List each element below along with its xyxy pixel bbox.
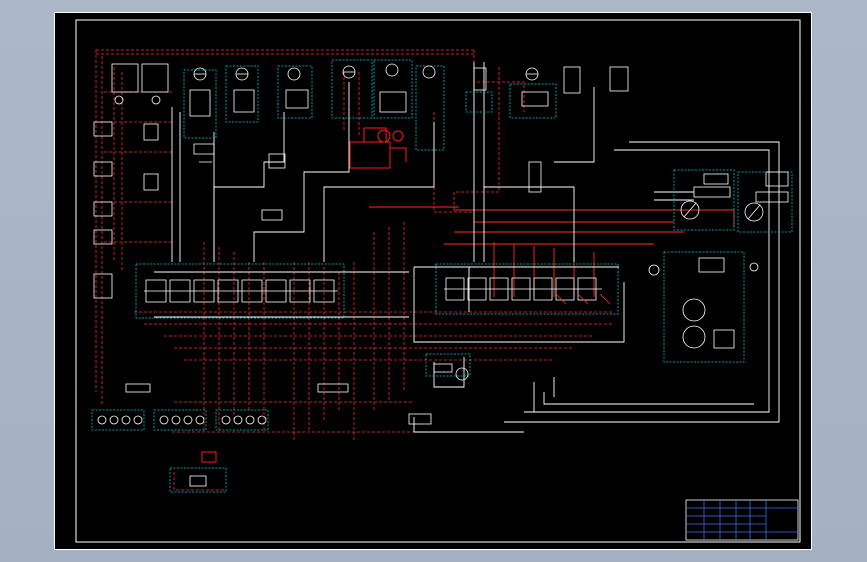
pilot-lines [95, 49, 614, 491]
component-symbols [93, 63, 789, 425]
top-components [183, 59, 793, 377]
outer-border [54, 12, 812, 550]
highlighted-unit [349, 127, 407, 169]
right-valve-bank [435, 263, 619, 315]
title-block [685, 499, 799, 541]
lower-valve-groups [91, 409, 269, 493]
hydraulic-lines [154, 62, 780, 433]
pressure-lines [369, 206, 735, 297]
drawing-canvas[interactable] [54, 12, 812, 550]
hydraulic-schematic [54, 12, 812, 550]
inner-border [75, 19, 801, 543]
left-valve-bank [135, 263, 345, 319]
